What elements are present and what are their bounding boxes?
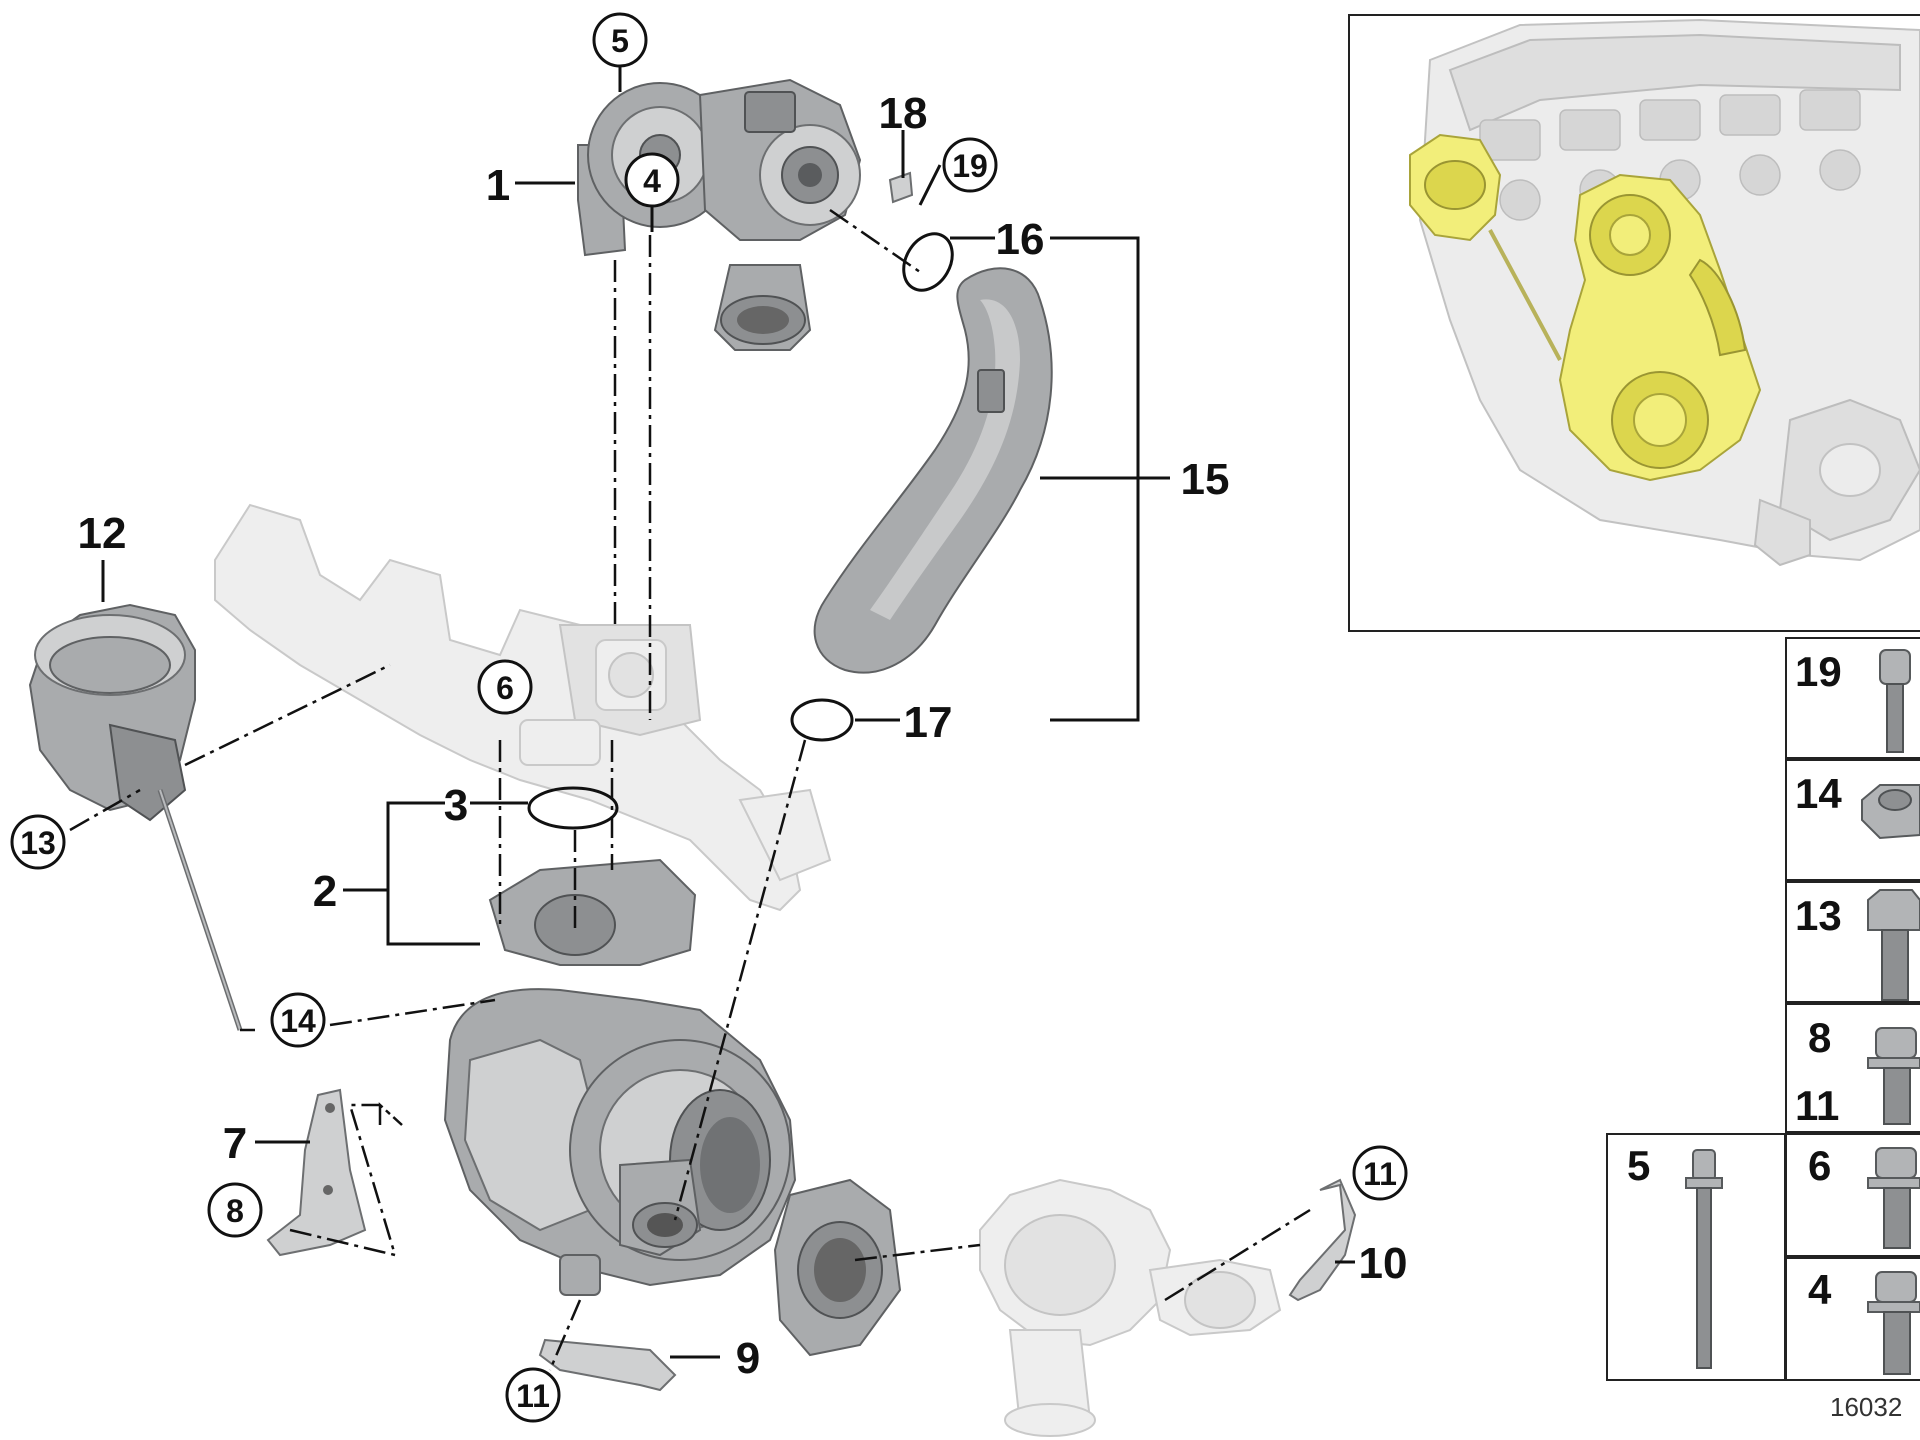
table-label-5: 5 [1627, 1142, 1650, 1189]
turbocharger-ghost [979, 1178, 1282, 1437]
callout-1: 1 [486, 161, 510, 210]
bracket-part-7 [266, 1088, 367, 1257]
table-label-4: 4 [1808, 1266, 1832, 1313]
callout-labels: 5 4 19 6 13 14 8 11 11 1 18 16 15 17 12 … [10, 12, 1408, 1423]
callout-19: 19 [952, 148, 988, 184]
callout-16: 16 [996, 215, 1045, 264]
document-number: 16032 [1830, 1392, 1902, 1422]
callout-circle-8 [207, 1182, 263, 1238]
callout-circle-5 [592, 12, 648, 68]
wastegate-actuator-part-12 [28, 603, 243, 1031]
callout-circle-19 [942, 137, 998, 193]
bracket-part-9 [538, 1338, 677, 1392]
callout-circle-4 [624, 152, 680, 208]
bracket-part-10 [1288, 1178, 1357, 1302]
table-label-13: 13 [1795, 892, 1842, 939]
callout-circle-11-right [1352, 1145, 1408, 1201]
callout-11-bottom: 11 [516, 1378, 550, 1414]
callout-14: 14 [280, 1003, 316, 1039]
table-label-11: 11 [1795, 1082, 1839, 1129]
table-label-14: 14 [1795, 770, 1842, 817]
callout-5: 5 [611, 23, 629, 59]
stud-part-18 [888, 171, 914, 204]
fastener-5-long-bolt [1685, 1149, 1723, 1369]
callout-circle-14 [270, 992, 326, 1048]
callout-8: 8 [226, 1193, 244, 1229]
fastener-4-bolt [1867, 1271, 1920, 1375]
fastener-reference-table: 19 14 13 8 11 5 6 4 [1606, 637, 1920, 1381]
fastener-14-nut [1861, 784, 1920, 840]
callout-13: 13 [20, 825, 56, 861]
callout-3: 3 [444, 781, 468, 830]
callout-6: 6 [496, 670, 514, 706]
callout-17: 17 [904, 698, 953, 747]
o-ring-part-17 [790, 698, 854, 742]
table-label-6: 6 [1808, 1142, 1831, 1189]
callout-12: 12 [78, 509, 127, 558]
engine-locator-inset [1348, 14, 1920, 632]
fastener-19-screw [1879, 649, 1911, 753]
fastener-6-bolt [1867, 1147, 1920, 1249]
callout-11-right: 11 [1363, 1156, 1397, 1192]
table-label-8: 8 [1808, 1014, 1831, 1061]
fastener-13-bolt [1867, 889, 1920, 1001]
callout-9: 9 [736, 1334, 760, 1383]
leader-lines [69, 62, 1355, 1371]
callout-4: 4 [643, 163, 661, 199]
connecting-pipe-part-15 [813, 267, 1053, 674]
fastener-8-11-bolt [1867, 1027, 1920, 1125]
o-ring-part-16 [902, 232, 954, 292]
table-label-19: 19 [1795, 648, 1842, 695]
callout-circle-6 [477, 659, 533, 715]
turbocharger-large-part-2 [443, 858, 902, 1357]
gasket-part-3 [527, 786, 619, 830]
callout-7: 7 [223, 1119, 247, 1168]
callout-circle-13 [10, 814, 66, 870]
callout-2: 2 [313, 867, 337, 916]
callout-18: 18 [879, 89, 928, 138]
callout-10: 10 [1359, 1239, 1408, 1288]
turbocharger-small-part-1 [577, 78, 862, 351]
callout-15: 15 [1181, 455, 1230, 504]
callout-circle-11-bottom [505, 1367, 561, 1423]
